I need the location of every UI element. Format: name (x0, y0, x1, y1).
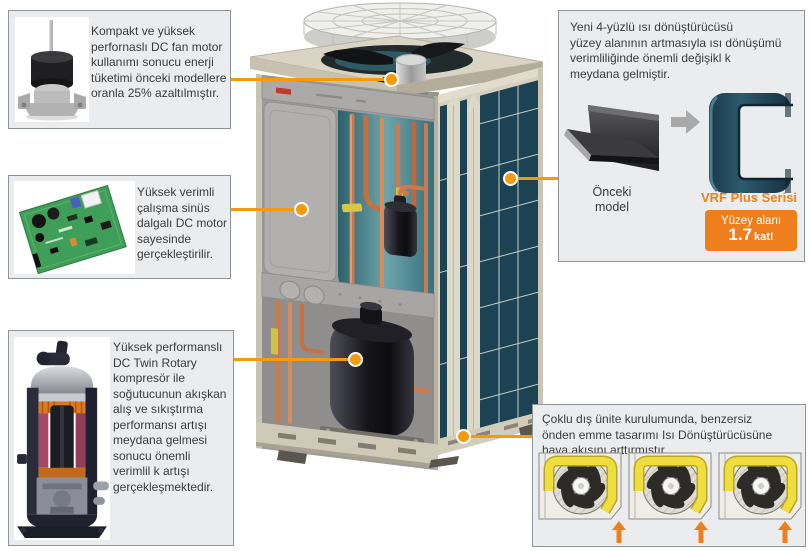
accumulator-tank (384, 184, 424, 257)
callout-heat-exchanger: Yeni 4-yüzlü ısı dönüştürücüsü yüzey ala… (558, 10, 805, 262)
connector-dot-airflow (456, 429, 471, 444)
connector-line-airflow (463, 435, 532, 438)
badge-value: 1.7 (728, 225, 753, 244)
transition-arrow-icon (671, 110, 700, 134)
connector-line-fan-motor (231, 78, 392, 81)
fan-unit-icon (629, 453, 711, 519)
fan-unit-icon (539, 453, 621, 519)
copper-pipes (349, 113, 428, 297)
compressor-part (320, 301, 430, 447)
inverter-pcb-photo (14, 181, 135, 274)
callout-heat-exchanger-text: Yeni 4-yüzlü ısı dönüştürücüsü yüzey ala… (570, 20, 782, 81)
callout-inverter-text: Yüksek verimli çalışma sinüs dalgalı DC … (137, 185, 228, 261)
connector-dot-fan-motor (384, 72, 399, 87)
callout-inverter: Yüksek verimli çalışma sinüs dalgalı DC … (8, 175, 231, 279)
airflow-arrow-icon (778, 521, 792, 543)
airflow-arrow-icon (694, 521, 708, 543)
airflow-arrow-icon (612, 521, 626, 543)
connector-line-compressor (234, 358, 355, 361)
connector-dot-heat-exchanger (503, 171, 518, 186)
vrf-plus-image (709, 93, 793, 193)
callout-compressor: Yüksek performanslı DC Twin Rotary kompr… (8, 330, 234, 546)
connector-line-heat-exchanger (510, 177, 558, 180)
previous-model-image (564, 105, 659, 171)
connector-line-inverter (231, 208, 301, 211)
outdoor-unit-illustration (249, 2, 544, 471)
connector-dot-inverter (294, 202, 309, 217)
compressor-photo (14, 337, 110, 540)
fan-motor-photo (15, 17, 89, 122)
unit-feet (277, 422, 541, 468)
callout-fan-motor-text: Kompakt ve yüksek perfornaslı DC fan mot… (91, 24, 227, 100)
previous-model-label: Önceki model (592, 185, 632, 214)
fan-units-row (537, 451, 803, 543)
fan-unit-icon (719, 453, 801, 519)
front-cutaway (256, 74, 438, 471)
control-box-panel (263, 101, 337, 282)
badge-label: Yüzey alanı (720, 215, 782, 227)
callout-airflow: Çoklu dış ünite kurulumunda, benzersiz ö… (532, 404, 806, 547)
badge-suffix: kat! (754, 231, 774, 243)
connector-dot-compressor (348, 352, 363, 367)
top-panel-edge-right (397, 62, 543, 97)
heat-exchanger-side (438, 66, 543, 455)
brand-logo (276, 87, 291, 95)
vrf-plus-series-label: VRF Plus Serisi (700, 190, 798, 205)
callout-fan-motor: Kompakt ve yüksek perfornaslı DC fan mot… (8, 10, 231, 129)
callout-compressor-text: Yüksek performanslı DC Twin Rotary kompr… (113, 340, 227, 494)
